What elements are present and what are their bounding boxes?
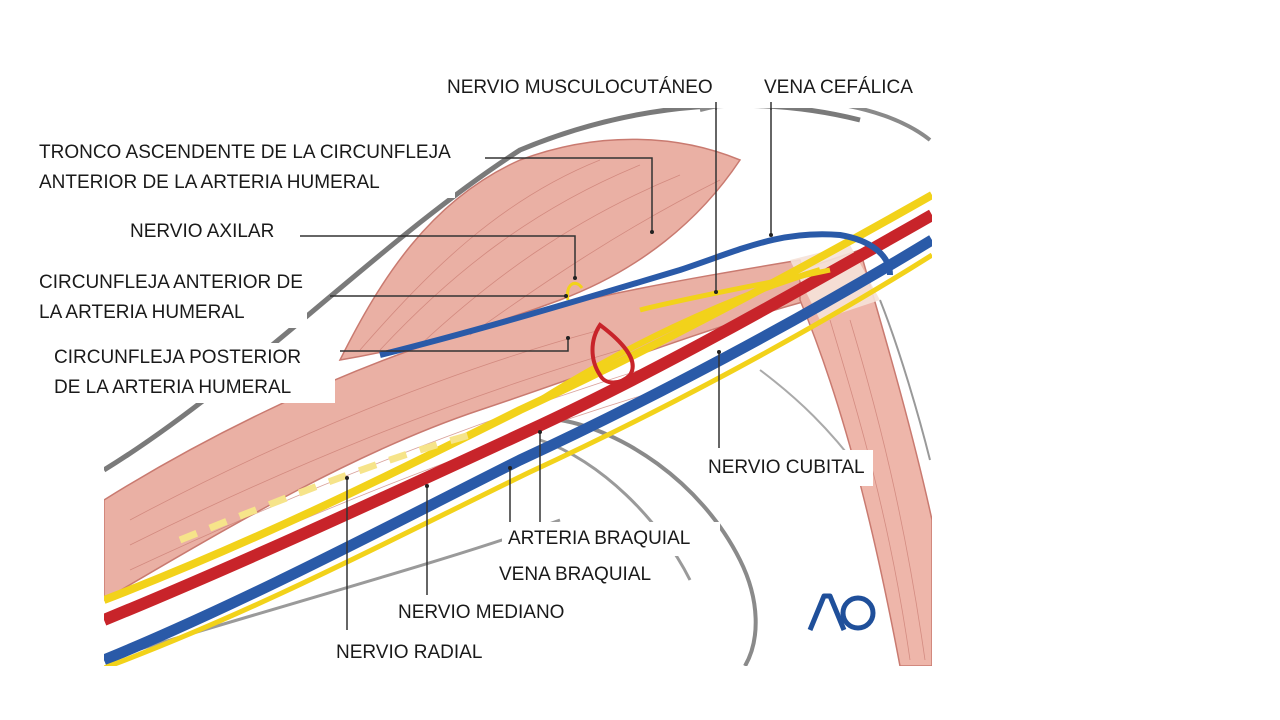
label-tronco-line2: ANTERIOR DE LA ARTERIA HUMERAL [39,172,380,193]
label-nervio-musculocutaneo: NERVIO MUSCULOCUTÁNEO [443,74,717,102]
dashed-nerve [178,431,471,544]
radial-nerve [104,252,932,666]
label-vena-braquial: VENA BRAQUIAL [495,560,672,590]
ao-logo [806,592,878,639]
label-circ-posterior-line1: CIRCUNFLEJA POSTERIOR [54,347,302,368]
label-tronco-ascendente: TRONCO ASCENDENTE DE LA CIRCUNFLEJA ANTE… [35,138,455,198]
ulnar-nerve [538,267,821,403]
label-nervio-axilar: NERVIO AXILAR [126,218,279,246]
brachial-artery [104,209,932,626]
label-circunfleja-anterior: CIRCUNFLEJA ANTERIOR DE LA ARTERIA HUMER… [35,268,307,328]
label-circ-posterior-line2: DE LA ARTERIA HUMERAL [54,377,292,398]
label-circ-anterior-line2: LA ARTERIA HUMERAL [39,302,245,323]
label-nervio-radial: NERVIO RADIAL [330,638,489,668]
label-tronco-line1: TRONCO ASCENDENTE DE LA CIRCUNFLEJA [39,142,451,163]
label-circunfleja-posterior: CIRCUNFLEJA POSTERIOR DE LA ARTERIA HUME… [50,343,336,403]
label-nervio-mediano: NERVIO MEDIANO [390,598,573,628]
label-nervio-cubital: NERVIO CUBITAL [700,450,873,486]
brachial-vein [104,235,932,666]
chest-outline [879,299,931,461]
bone-outline-inner [539,438,692,581]
cephalic-vein [379,231,893,358]
label-circ-anterior-line1: CIRCUNFLEJA ANTERIOR DE [39,272,303,293]
ao-logo-mark [807,593,876,631]
musculocutaneous-nerve [639,267,831,313]
shoulder-outline [699,108,932,142]
circumflex-artery [590,322,635,385]
label-arteria-braquial: ARTERIA BRAQUIAL [502,522,721,556]
label-vena-cefalica: VENA CEFÁLICA [760,74,917,102]
median-nerve [104,191,932,604]
